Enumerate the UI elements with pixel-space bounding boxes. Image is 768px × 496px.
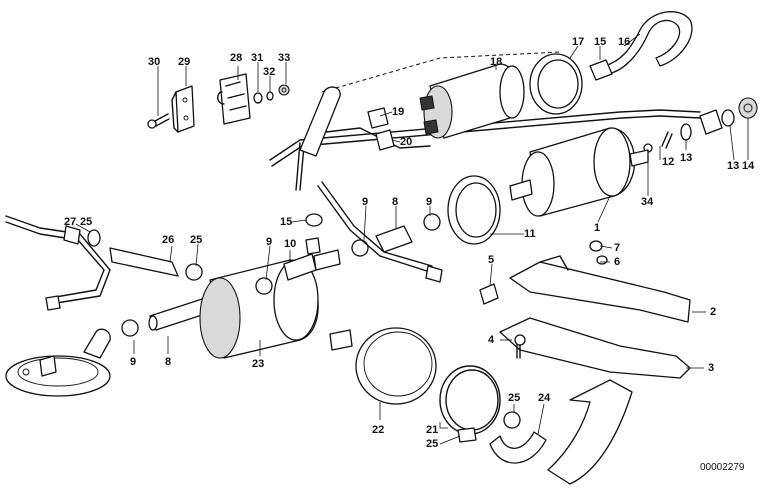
part-label-28: 28 — [230, 52, 243, 64]
mounting-bracket-2 — [509, 255, 691, 323]
bolt-30 — [147, 113, 170, 129]
part-label-22: 22 — [372, 424, 385, 436]
dashed-guide-line — [321, 51, 561, 93]
part-label-8-mid: 8 — [392, 196, 399, 208]
part-label-21: 21 — [426, 424, 439, 436]
part-label-14: 14 — [742, 160, 755, 172]
part-label-11: 11 — [524, 228, 536, 240]
part-label-33: 33 — [278, 52, 291, 64]
part-label-16: 16 — [618, 36, 631, 48]
hose-15-16-17 — [589, 11, 693, 81]
sleeve-22 — [355, 327, 437, 405]
part-label-1: 1 — [594, 222, 601, 234]
part-label-5: 5 — [488, 254, 495, 266]
part-label-19: 19 — [392, 106, 405, 118]
fittings-12-14 — [643, 97, 758, 153]
part-label-9-left: 9 — [266, 236, 273, 248]
part-label-25-left: 25 — [80, 216, 93, 228]
hose-9-upper — [299, 86, 341, 157]
part-label-9-right: 9 — [426, 196, 433, 208]
part-label-13-far: 13 — [727, 160, 740, 172]
part-label-25-right: 25 — [508, 392, 521, 404]
washers-31-33 — [253, 84, 290, 104]
part-label-18: 18 — [490, 56, 503, 68]
part-label-3: 3 — [708, 362, 715, 374]
fuel-filter-1 — [509, 127, 649, 217]
fitting-10 — [283, 237, 341, 281]
part-label-10: 10 — [284, 238, 297, 250]
part-label-8-lower: 8 — [165, 356, 172, 368]
fuel-filter-23 — [199, 259, 353, 359]
fuel-line-upper — [269, 109, 701, 191]
hose-24 — [489, 411, 547, 464]
clip-15-mid — [305, 213, 323, 227]
part-label-34: 34 — [641, 196, 654, 208]
plugs-6-7 — [589, 240, 608, 265]
rubber-sleeve-17 — [529, 53, 583, 115]
part-label-31: 31 — [251, 52, 264, 64]
part-label-9-mid: 9 — [362, 196, 369, 208]
clip-holder-28 — [217, 73, 251, 125]
clamp-21-25 — [439, 365, 501, 443]
part-label-17: 17 — [572, 36, 585, 48]
hose-8-mid — [351, 213, 441, 257]
bracket-29 — [171, 85, 195, 133]
connector-19-20 — [367, 107, 395, 151]
part-label-7: 7 — [614, 242, 621, 254]
leader-lines — [75, 33, 749, 445]
clamp-9-mid — [255, 277, 273, 295]
part-label-20: 20 — [400, 136, 413, 148]
part-label-15-mid: 15 — [280, 216, 293, 228]
clamp-25-left — [87, 229, 203, 281]
part-label-13-right: 13 — [680, 152, 693, 164]
drawing-number: 00002279 — [700, 462, 745, 473]
fuel-pump-18 — [419, 63, 525, 139]
part-label-25-mid: 25 — [190, 234, 203, 246]
part-label-24: 24 — [538, 392, 551, 404]
hose-26 — [109, 247, 179, 277]
part-label-15-top: 15 — [594, 36, 607, 48]
part-label-27: 27 — [64, 216, 77, 228]
part-label-30: 30 — [148, 56, 161, 68]
part-label-26: 26 — [162, 234, 175, 246]
fitting-5 — [479, 283, 499, 305]
clamp-9-lower — [121, 319, 139, 337]
bolt-4 — [514, 334, 526, 359]
fuel-line-mid — [317, 181, 443, 283]
tank-sender-unit — [5, 328, 111, 397]
part-label-9-lower: 9 — [130, 356, 137, 368]
part-label-6: 6 — [614, 256, 621, 268]
part-label-12: 12 — [662, 156, 675, 168]
part-label-25-bottom: 25 — [426, 438, 439, 450]
rubber-sleeve-11 — [447, 175, 501, 245]
part-label-2: 2 — [710, 306, 717, 318]
part-label-23: 23 — [252, 358, 265, 370]
part-label-4: 4 — [488, 334, 495, 346]
line-27 — [5, 215, 111, 311]
part-label-29: 29 — [178, 56, 191, 68]
part-label-32: 32 — [263, 66, 276, 78]
